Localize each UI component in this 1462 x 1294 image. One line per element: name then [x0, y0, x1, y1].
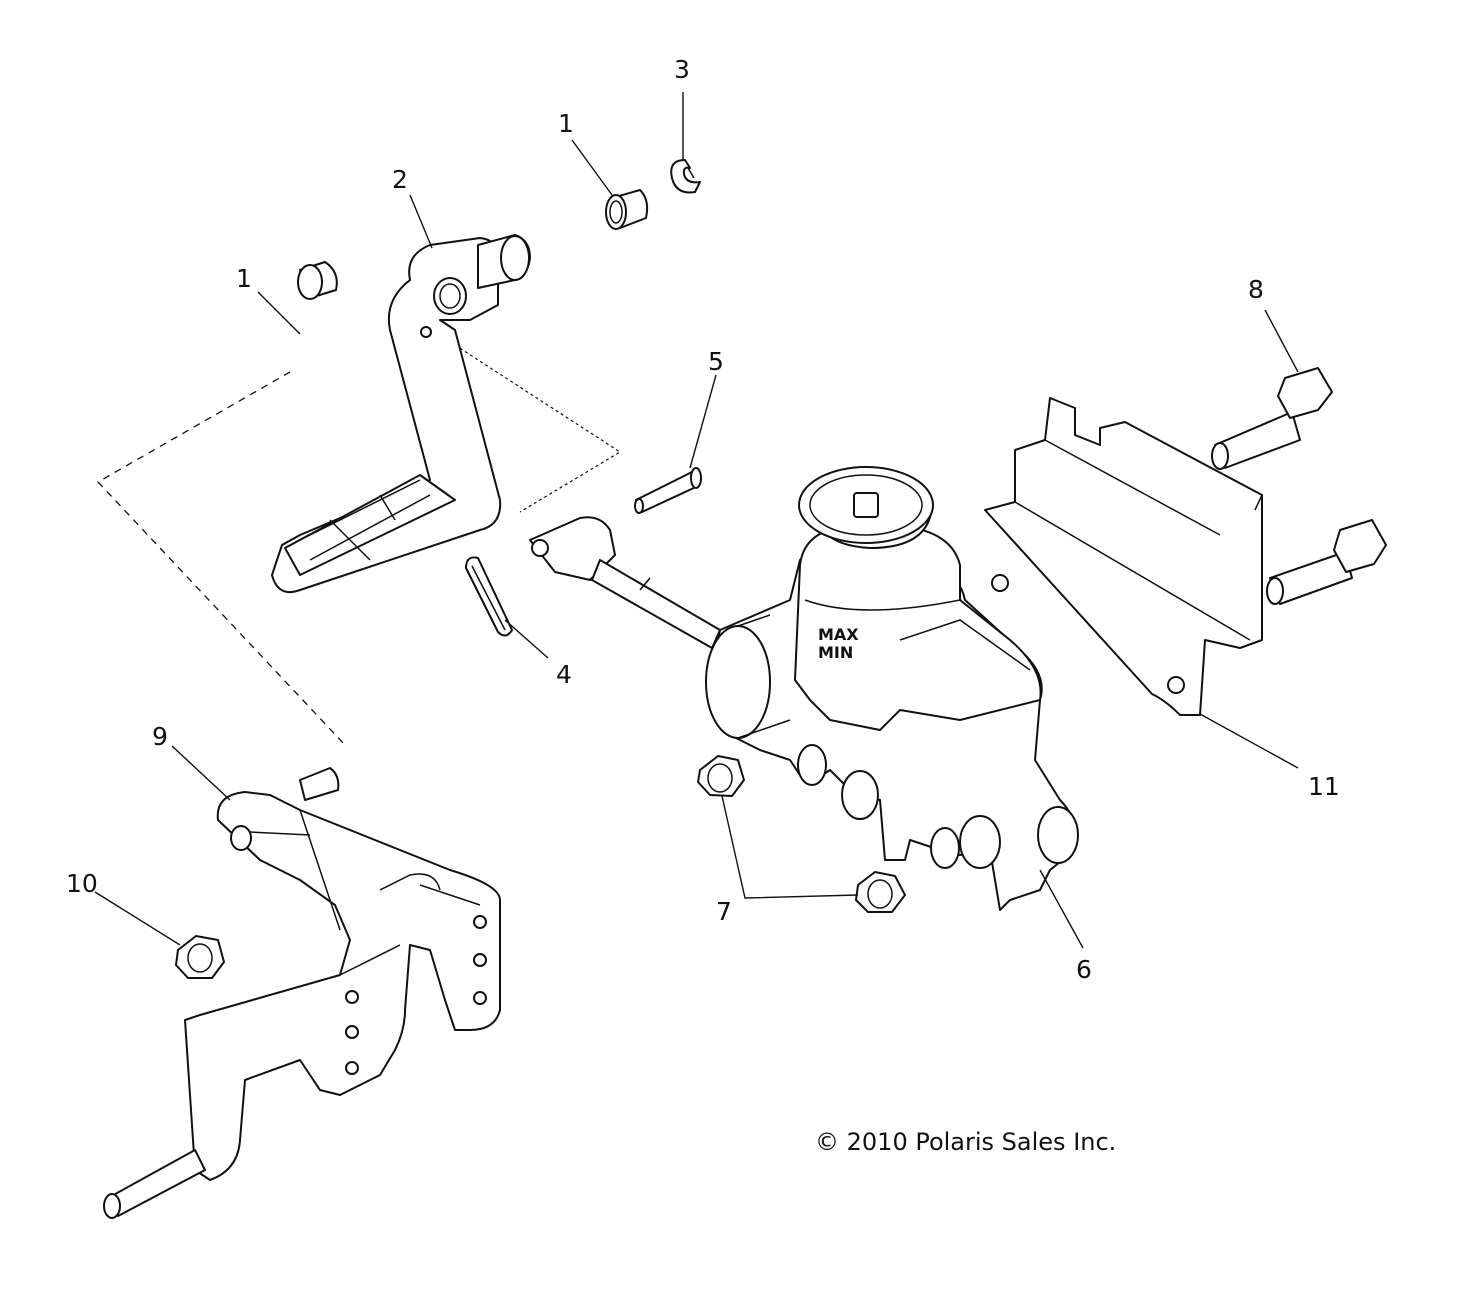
callout-1-left: 1 — [236, 264, 252, 293]
callout-5: 5 — [708, 347, 724, 376]
master-cylinder-part-6: MAX MIN — [529, 466, 1079, 911]
callout-4: 4 — [556, 660, 572, 689]
pedal-bracket-part-9 — [103, 767, 501, 1219]
callout-6: 6 — [1076, 955, 1092, 984]
reservoir-min-label: MIN — [818, 643, 853, 662]
reservoir-max-label: MAX — [818, 625, 859, 644]
callout-2: 2 — [392, 165, 408, 194]
callout-9: 9 — [152, 722, 168, 751]
callout-10: 10 — [66, 869, 98, 898]
bolt-part-8-lower — [1266, 519, 1387, 605]
nut-part-7-upper — [697, 755, 745, 797]
callout-labels: 1 1 2 3 4 5 6 7 8 9 10 11 — [66, 55, 1340, 984]
callout-7: 7 — [716, 897, 732, 926]
brake-pedal-part-2 — [271, 234, 531, 594]
callout-3: 3 — [674, 55, 690, 84]
bushing-part-1-upper — [605, 189, 649, 230]
copyright-notice: © 2010 Polaris Sales Inc. — [815, 1128, 1116, 1156]
bolt-part-8-upper — [1211, 367, 1333, 470]
e-clip-part-3 — [670, 159, 701, 194]
bracket-plate-part-11 — [984, 397, 1263, 716]
callout-11: 11 — [1308, 772, 1340, 801]
nut-part-10 — [175, 935, 225, 979]
clevis-pin-part-5 — [634, 467, 702, 514]
nut-part-7-lower — [855, 871, 906, 913]
assembly-guide-lines — [96, 344, 622, 746]
callout-1-upper: 1 — [558, 109, 574, 138]
bushing-part-1-left — [297, 261, 338, 300]
leader-lines — [94, 92, 1299, 949]
callout-8: 8 — [1248, 275, 1264, 304]
cotter-pin-part-4 — [465, 556, 513, 637]
